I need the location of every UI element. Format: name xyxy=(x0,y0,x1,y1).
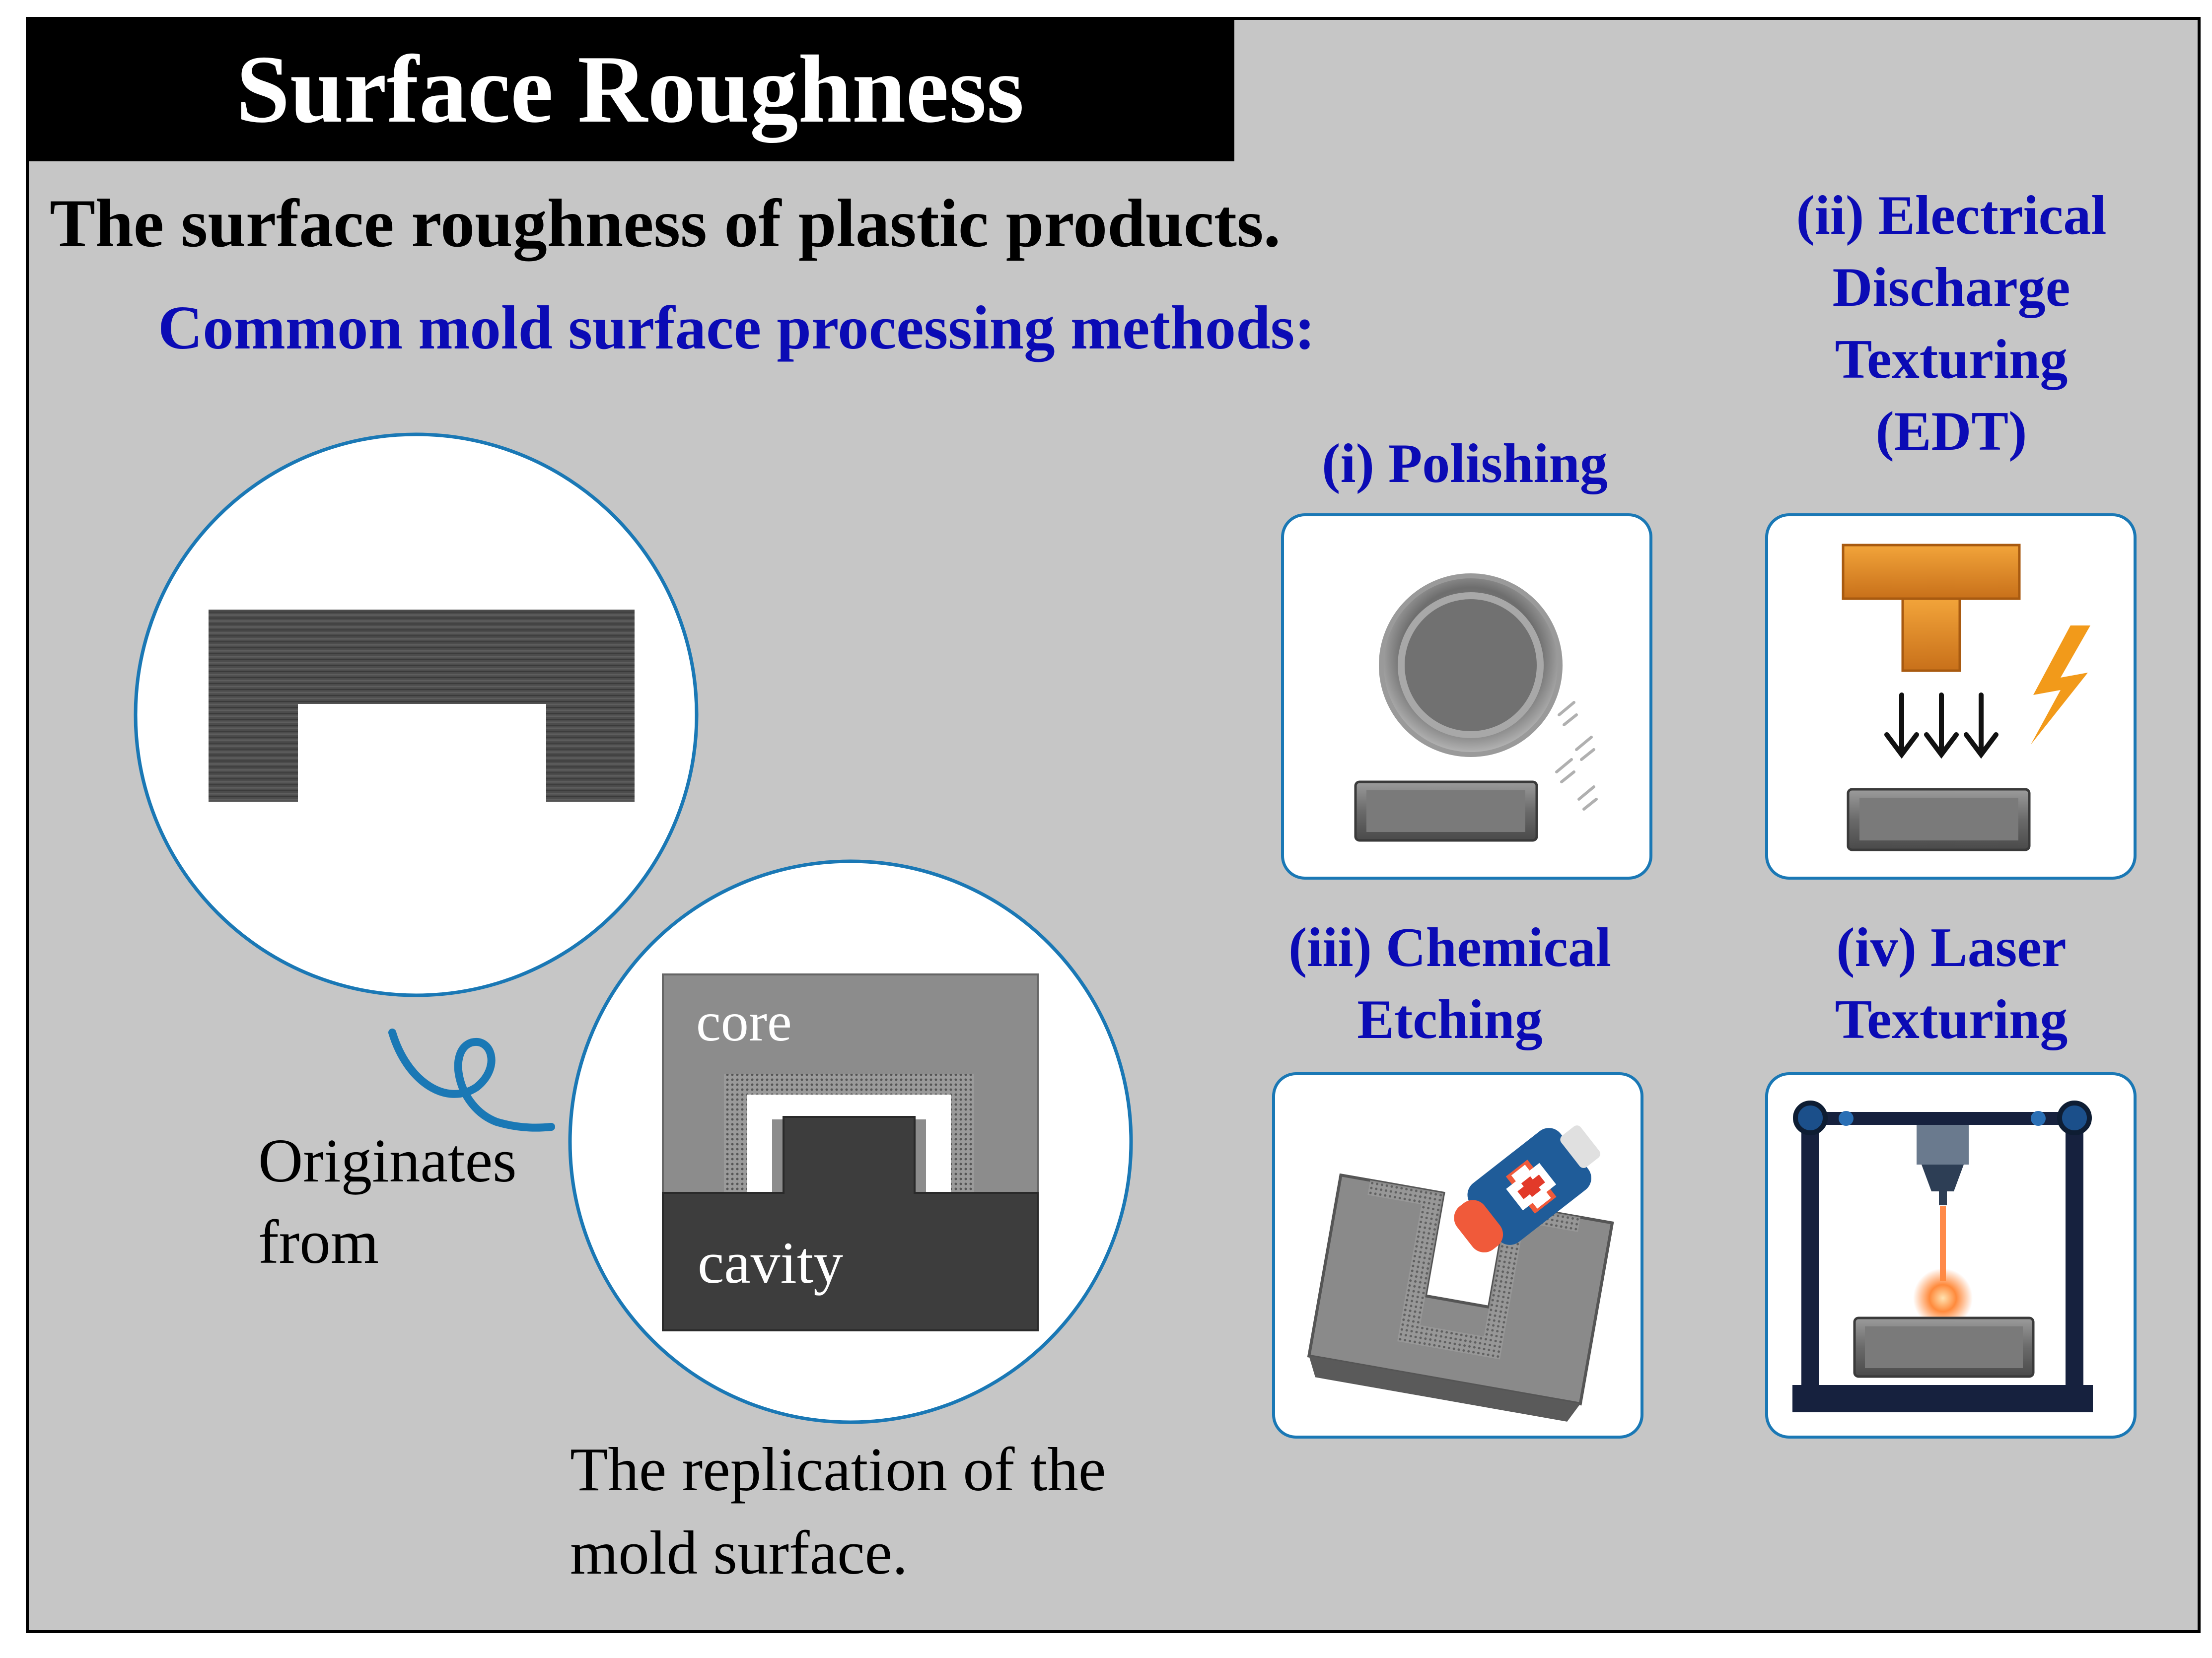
cavity-label: cavity xyxy=(698,1230,844,1296)
method-label-edt-line-2: Discharge xyxy=(1832,257,2070,318)
mold-cavity xyxy=(662,1116,1039,1331)
card-polishing xyxy=(1281,513,1652,880)
replication-line-1: The replication of the xyxy=(570,1436,1106,1504)
card-edt xyxy=(1765,513,2137,880)
originates-line-2: from xyxy=(258,1208,379,1277)
method-label-laser-line-2: Texturing xyxy=(1835,989,2068,1050)
method-label-laser-line-1: (iv) Laser xyxy=(1836,917,2067,978)
card-laser-texturing xyxy=(1765,1072,2137,1439)
page-title: Surface Roughness xyxy=(236,35,1024,143)
originates-line-1: Originates xyxy=(258,1127,517,1195)
method-label-polishing: (i) Polishing xyxy=(1322,433,1608,494)
method-label-chemical-line-2: Etching xyxy=(1357,989,1543,1050)
subheadline: Common mold surface processing methods: xyxy=(158,294,1315,362)
curly-connector xyxy=(388,1029,555,1132)
headline: The surface roughness of plastic product… xyxy=(50,185,1281,261)
card-chemical-etching xyxy=(1272,1072,1643,1439)
title-bar: Surface Roughness xyxy=(26,17,1234,161)
method-label-edt-line-3: Texturing xyxy=(1835,329,2068,390)
method-label-edt-line-4: (EDT) xyxy=(1875,401,2027,462)
method-label-chemical-line-1: (iii) Chemical xyxy=(1288,917,1612,978)
core-label: core xyxy=(696,991,792,1053)
method-label-edt-line-1: (ii) Electrical xyxy=(1796,185,2107,246)
product-circle xyxy=(134,432,699,997)
plastic-product-shape xyxy=(209,610,635,802)
replication-line-2: mold surface. xyxy=(570,1519,908,1588)
